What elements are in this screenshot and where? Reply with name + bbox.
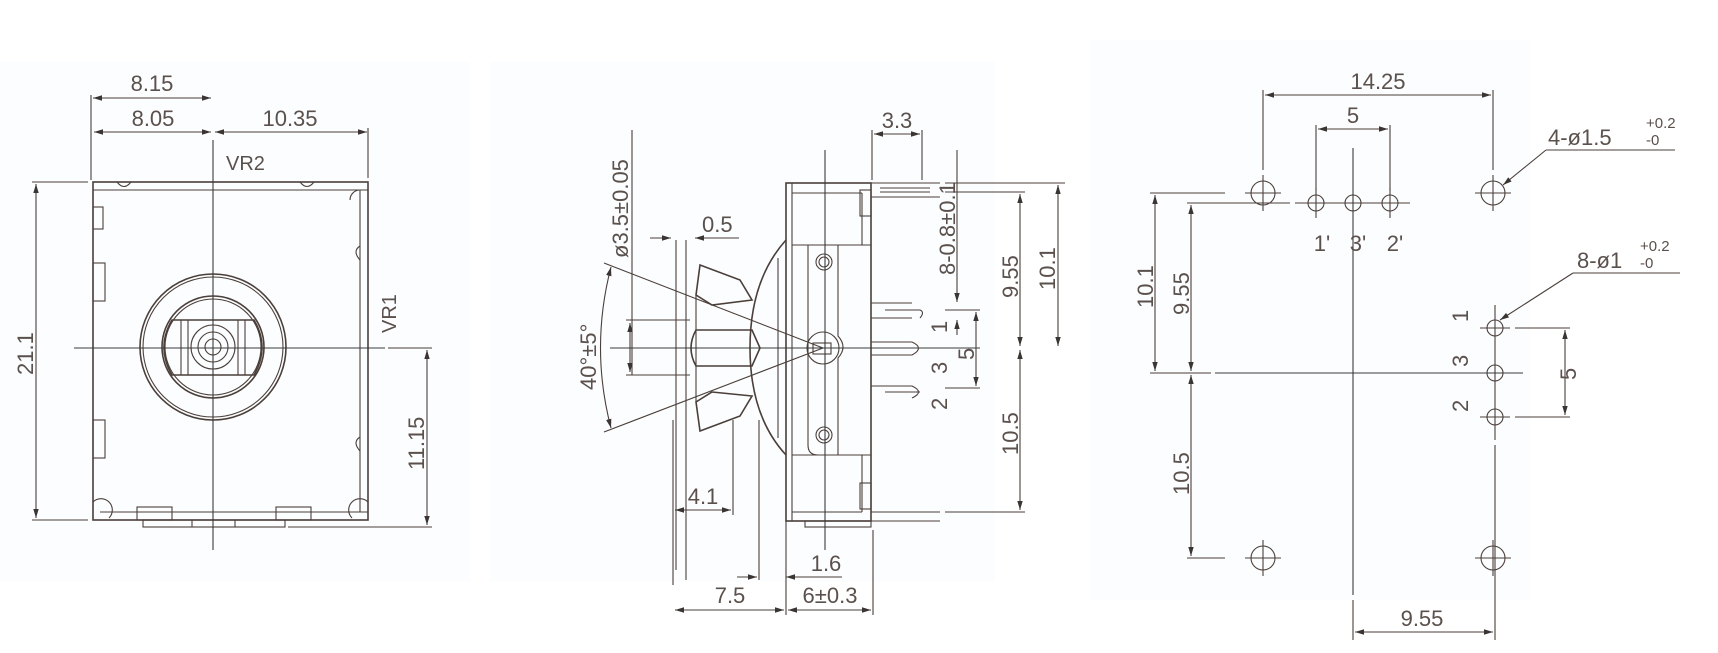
pin-label-3p: 3' [1350, 231, 1366, 256]
pcb-layout-panel [1090, 40, 1530, 600]
mount-hole [1245, 540, 1281, 576]
dim-0-5: 0.5 [702, 212, 733, 237]
dim-right-pitch: 5 [1556, 368, 1581, 380]
pcb-layout: 14.25 5 1' 3' 2' 10.1 9.55 10.5 5 1 3 2 … [1133, 69, 1680, 640]
dim-1-6: 1.6 [811, 551, 842, 576]
pin-label-1: 1 [927, 321, 952, 333]
dim-10-5: 10.5 [998, 412, 1023, 455]
callout-mount-tol-plus: +0.2 [1646, 115, 1676, 132]
dim-7-5: 7.5 [715, 583, 746, 608]
mount-hole [1475, 540, 1511, 576]
label-vr1: VR1 [379, 294, 401, 333]
dim-14-25: 14.25 [1350, 69, 1405, 94]
label-vr2: VR2 [226, 153, 265, 175]
pin-label-r2: 2 [1448, 400, 1473, 412]
pin-hole [1381, 188, 1399, 218]
dim-pin-thickness: 8-0.8±0.1 [935, 182, 960, 275]
dim-6-0-3: 6±0.3 [803, 583, 858, 608]
dim-shaft-diameter: ø3.5±0.05 [608, 159, 633, 258]
front-view: 8.15 8.05 10.35 VR2 VR1 21.1 11.15 [13, 71, 432, 550]
pin-hole [1307, 188, 1325, 218]
dim-left-9-55: 9.55 [1169, 272, 1194, 315]
dim-left-10-1: 10.1 [1133, 265, 1158, 308]
pin-hole [1480, 408, 1510, 426]
dim-21-1: 21.1 [13, 332, 38, 375]
dim-4-1: 4.1 [688, 484, 719, 509]
dim-9-55: 9.55 [998, 255, 1023, 298]
side-view-panel [490, 62, 995, 582]
dim-bottom-9-55: 9.55 [1401, 606, 1444, 631]
dim-10-35: 10.35 [262, 106, 317, 131]
callout-pin-holes: 8-ø1 [1577, 248, 1622, 273]
dim-3-3: 3.3 [882, 108, 913, 133]
pin-hole [1480, 319, 1510, 337]
mount-hole [1475, 175, 1511, 211]
dim-top-pitch: 5 [1347, 103, 1359, 128]
callout-mount-holes: 4-ø1.5 [1548, 125, 1612, 150]
pin-label-r3: 3 [1448, 355, 1473, 367]
pin-label-2: 2 [927, 398, 952, 410]
dim-10-1: 10.1 [1035, 247, 1060, 290]
pin-label-r1: 1 [1448, 310, 1473, 322]
side-pins [871, 182, 940, 522]
dim-angle: 40°±5° [576, 324, 601, 390]
pin-label-3: 3 [927, 362, 952, 374]
mount-hole [1245, 175, 1281, 211]
callout-pin-tol-plus: +0.2 [1640, 238, 1670, 255]
front-view-panel [0, 62, 470, 582]
dim-left-10-5: 10.5 [1169, 452, 1194, 495]
callout-pin-tol-minus: -0 [1640, 255, 1653, 272]
pin-label-1p: 1' [1314, 231, 1330, 256]
dim-11-15: 11.15 [404, 417, 429, 470]
dim-8-15: 8.15 [131, 71, 174, 96]
pin-label-2p: 2' [1387, 231, 1403, 256]
callout-mount-tol-minus: -0 [1646, 132, 1659, 149]
side-view: 40°±5° ø3.5±0.05 0.5 3.3 8-0.8±0.1 [576, 108, 1065, 615]
dim-pin-pitch: 5 [954, 348, 979, 360]
dim-8-05: 8.05 [132, 106, 175, 131]
